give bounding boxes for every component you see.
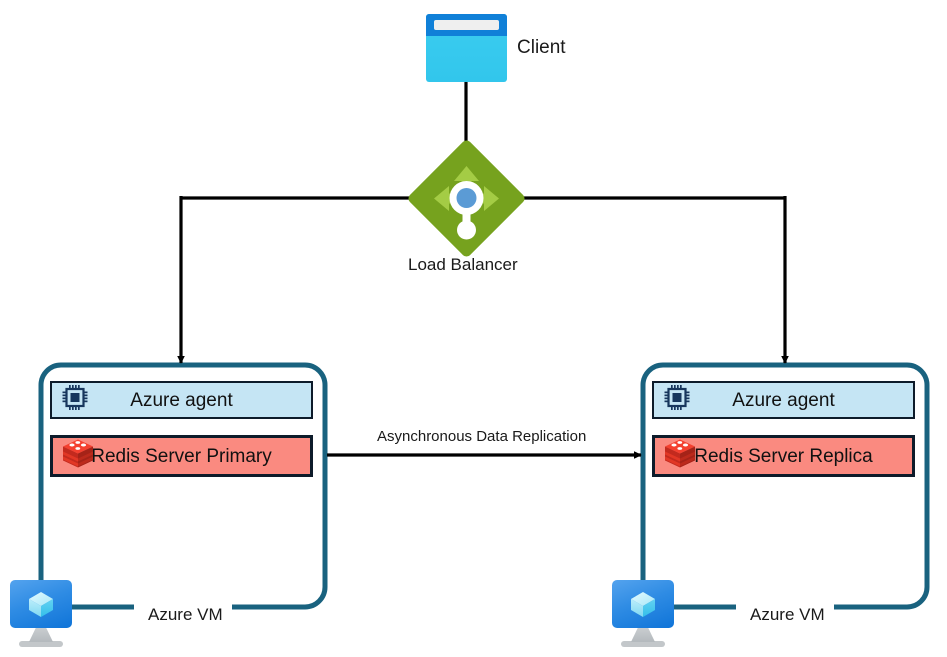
client-address-bar [434, 20, 499, 30]
redis-replica-box[interactable]: Redis Server Replica [652, 435, 915, 477]
redis-cube-icon [61, 438, 95, 475]
client-label: Client [517, 37, 566, 58]
vm-label-left: Azure VM [139, 605, 232, 625]
azure-agent-label-right: Azure agent [732, 389, 835, 411]
load-balancer-icon [408, 140, 525, 257]
azure-agent-label-left: Azure agent [130, 389, 233, 411]
replication-label: Asynchronous Data Replication [377, 428, 587, 445]
client-browser-icon [426, 14, 507, 82]
azure-cube-glyph [29, 592, 53, 617]
monitor-stand [631, 628, 655, 642]
monitor-stand [29, 628, 53, 642]
monitor-base [19, 641, 63, 647]
azure-agent-box-left[interactable]: Azure agent [50, 381, 313, 419]
redis-cube-icon [663, 438, 697, 475]
azure-cube-glyph [631, 592, 655, 617]
azure-agent-box-right[interactable]: Azure agent [652, 381, 915, 419]
monitor-base [621, 641, 665, 647]
redis-primary-label: Redis Server Primary [91, 445, 272, 467]
redis-primary-box[interactable]: Redis Server Primary [50, 435, 313, 477]
azure-vm-icon-left [10, 580, 72, 648]
chip-icon [60, 383, 90, 418]
redis-replica-label: Redis Server Replica [694, 445, 873, 467]
vm-label-right: Azure VM [741, 605, 834, 625]
load-balancer-label: Load Balancer [408, 255, 518, 274]
chip-icon [662, 383, 692, 418]
azure-vm-icon-right [612, 580, 674, 648]
